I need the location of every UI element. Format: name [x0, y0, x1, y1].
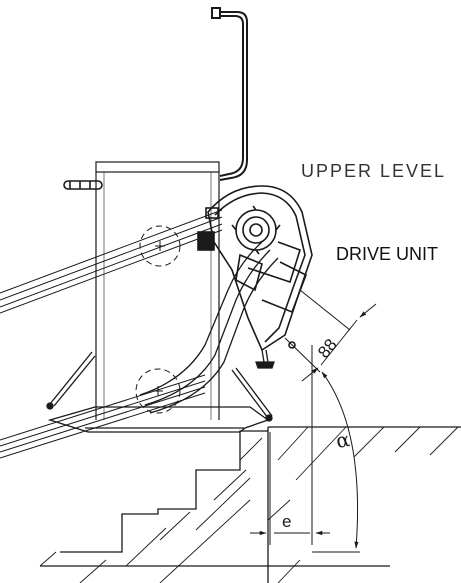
stair-hatching — [39, 437, 263, 583]
folded-platform — [95, 161, 220, 420]
drive-unit — [197, 185, 313, 352]
upper-level-label: UPPER LEVEL — [301, 161, 447, 181]
dimension-lines — [250, 289, 377, 553]
stairs — [40, 430, 390, 567]
dimension-e-label: e — [282, 512, 292, 531]
platform-side-bar — [63, 180, 103, 190]
ground-hatching — [267, 426, 459, 583]
upper-ground — [267, 426, 461, 583]
support-leg — [255, 349, 275, 369]
curved-rail — [139, 241, 279, 414]
wheel-centers — [153, 241, 165, 396]
handrail — [211, 7, 248, 181]
rail-tubes — [0, 209, 223, 459]
dashed-wheels — [135, 225, 181, 414]
platform-floor — [46, 351, 273, 433]
drive-unit-label: DRIVE UNIT — [336, 244, 439, 264]
